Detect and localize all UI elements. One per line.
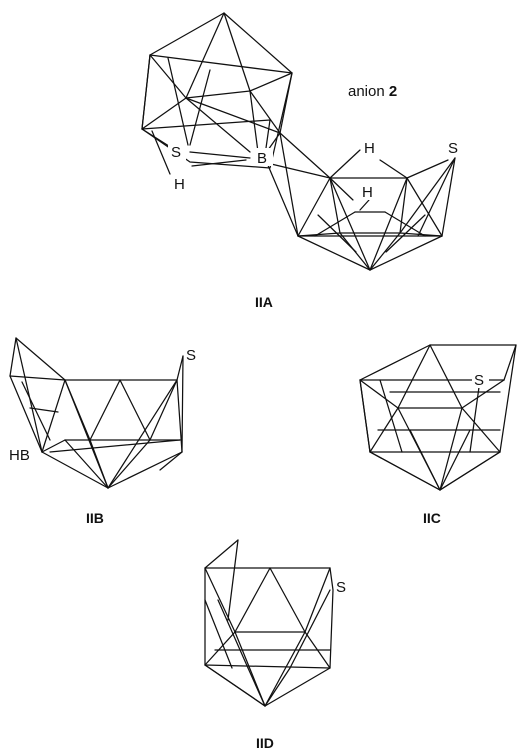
iia-right-cage	[266, 132, 456, 271]
iia-hydrogen-bridge: H	[174, 176, 185, 193]
caption-iid: IID	[256, 735, 274, 751]
iia-left-cage	[141, 12, 293, 175]
anion-label-prefix: anion	[348, 83, 389, 100]
iia-hydrogen-top: H	[364, 140, 375, 157]
caption-iic: IIC	[423, 510, 441, 526]
iic-sulfur: S	[474, 372, 484, 389]
iia-sulfur-right: S	[448, 140, 458, 157]
iia-hydrogen-lower: H	[362, 184, 373, 201]
iid-sulfur: S	[336, 579, 346, 596]
anion-label: anion 2	[348, 83, 397, 100]
iib-hydrogen-boron: HB	[9, 447, 30, 464]
caption-iib: IIB	[86, 510, 104, 526]
anion-label-number: 2	[389, 83, 397, 100]
iid-cage	[204, 539, 334, 707]
atom-labels: S H B H S H S HB S S	[8, 138, 489, 596]
iia-boron: B	[257, 150, 267, 167]
iia-sulfur-left: S	[171, 144, 181, 161]
iib-cage	[9, 337, 184, 489]
iib-sulfur: S	[186, 347, 196, 364]
iic-cage	[359, 344, 517, 491]
caption-iia: IIA	[255, 294, 273, 310]
